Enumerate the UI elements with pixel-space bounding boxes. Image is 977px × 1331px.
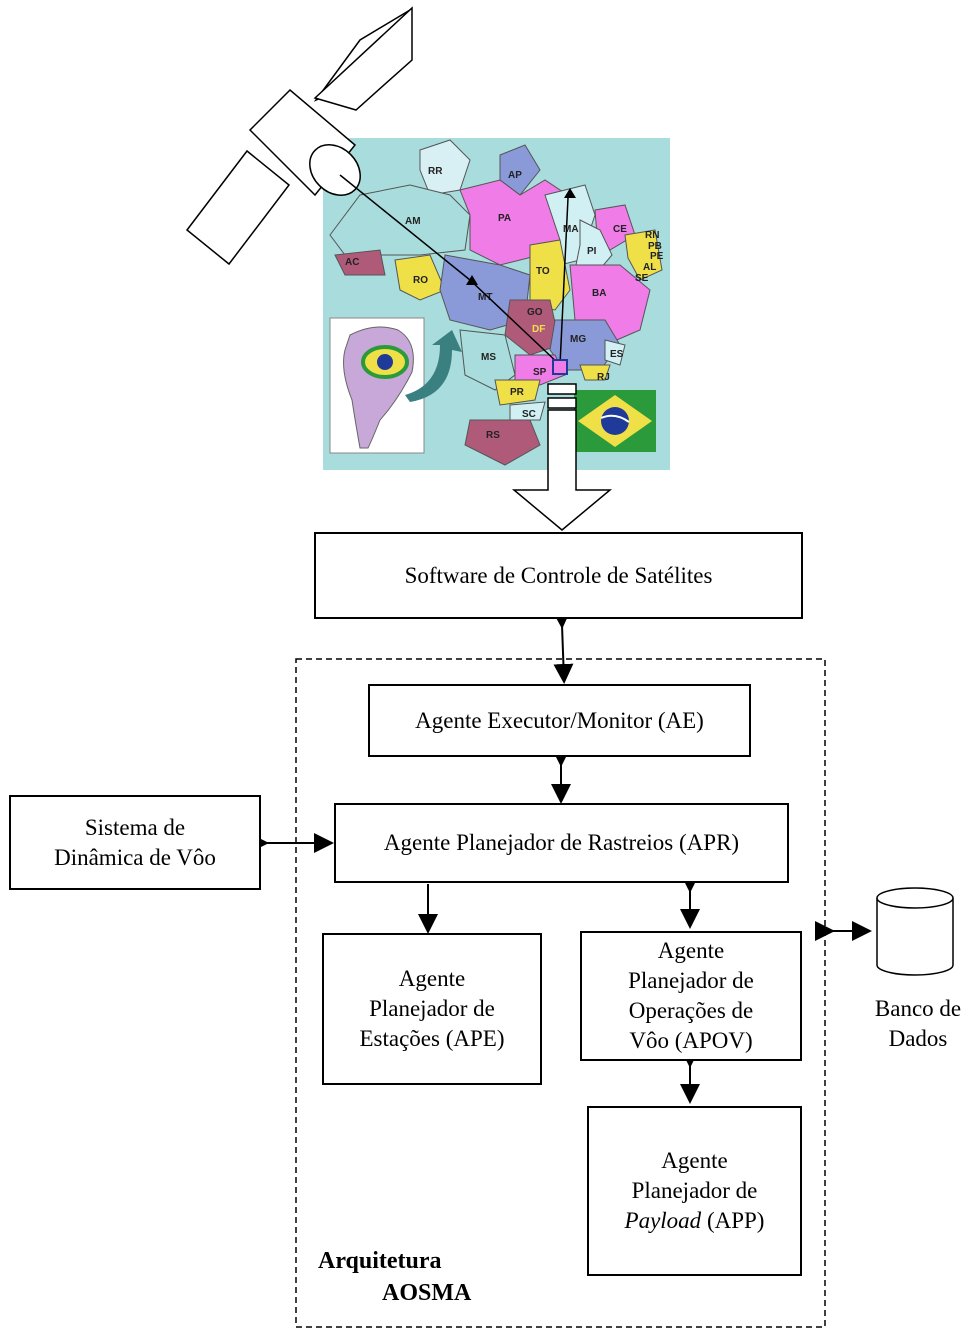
apr-label: Agente Planejador de Rastreios (APR) (383, 830, 740, 855)
state-label: RJ (597, 372, 610, 383)
connector-segment (547, 383, 577, 395)
app-line: Payload (APP) (625, 1206, 765, 1236)
app-line: Planejador de (631, 1178, 758, 1203)
brazil-flag (574, 390, 656, 452)
architecture-label: Arquitetura AOSMA (318, 1245, 471, 1309)
app-box: Agente Planejador de Payload (APP) (587, 1106, 802, 1276)
architecture-line1: Arquitetura (318, 1248, 442, 1274)
state-label: PE (650, 251, 664, 262)
state-label: AM (405, 216, 421, 227)
state-label: PR (510, 387, 525, 398)
state-label: MS (481, 352, 496, 363)
state-label: AP (508, 170, 522, 181)
apov-line: Agente (657, 938, 725, 963)
ground-station-icon (552, 359, 568, 375)
state-label: CE (613, 224, 627, 235)
state-label: RS (486, 430, 500, 441)
apov-box: Agente Planejador de Operações de Vôo (A… (580, 931, 802, 1061)
apov-line: Vôo (APOV) (629, 1028, 753, 1053)
apov-line: Planejador de (628, 968, 754, 993)
state-ap (499, 144, 541, 196)
state-ac (334, 249, 386, 276)
database-icon (876, 887, 954, 976)
database-line: Dados (888, 1026, 948, 1051)
state-label: ES (610, 349, 624, 360)
ape-line: Estações (APE) (359, 1026, 505, 1051)
flight-dynamics-line: Dinâmica de Vôo (54, 844, 216, 870)
state-label: AL (643, 262, 656, 273)
apr-box: Agente Planejador de Rastreios (APR) (334, 803, 789, 883)
satellite-icon (185, 6, 413, 266)
state-label: PB (648, 241, 662, 252)
state-sc (509, 401, 546, 421)
app-suffix: (APP) (701, 1208, 765, 1233)
south-america-inset (329, 317, 425, 454)
state-ro (394, 254, 446, 301)
connector-segment (547, 397, 577, 409)
state-label: MA (563, 224, 579, 235)
state-label: AC (345, 257, 359, 268)
curved-arrow-icon (405, 330, 462, 402)
state-label: GO (527, 307, 543, 318)
state-pr (494, 379, 541, 406)
apov-line: Operações de (628, 998, 754, 1023)
database-label: Banco de Dados (862, 994, 974, 1054)
brazil-map (329, 139, 663, 466)
state-rs (464, 419, 541, 466)
ae-box: Agente Executor/Monitor (AE) (368, 684, 751, 757)
state-label: PI (587, 246, 597, 257)
software-control-label: Software de Controle de Satélites (404, 562, 713, 588)
software-control-box: Software de Controle de Satélites (314, 532, 803, 619)
state-label: SP (533, 367, 547, 378)
state-label: RR (428, 166, 443, 177)
state-label: MT (478, 292, 492, 303)
ae-label: Agente Executor/Monitor (AE) (415, 707, 704, 733)
flow-arrows (249, 608, 872, 1104)
antenna-icon (466, 188, 576, 285)
state-label: MG (570, 334, 586, 345)
state-es (604, 339, 626, 366)
state-label: PA (498, 213, 511, 224)
state-label: SC (522, 409, 536, 420)
arrow-software-ae (551, 608, 574, 684)
state-label: DF (532, 324, 545, 335)
ape-line: Agente (398, 966, 466, 991)
ape-box: Agente Planejador de Estações (APE) (322, 933, 542, 1085)
database-line: Banco de (874, 996, 962, 1021)
payload-italic: Payload (624, 1208, 702, 1233)
state-labels: RR AP AM PA MA CE RN PB PE AL SE PI AC R… (345, 166, 664, 441)
big-down-arrow (511, 409, 613, 531)
state-rj (579, 364, 611, 381)
flight-dynamics-box: Sistema de Dinâmica de Vôo (9, 795, 261, 890)
state-label: SE (635, 273, 649, 284)
architecture-line2: AOSMA (382, 1280, 472, 1306)
state-label: TO (536, 266, 550, 277)
state-label: RO (413, 275, 428, 286)
flight-dynamics-line: Sistema de (84, 814, 186, 840)
ape-line: Planejador de (369, 996, 495, 1021)
link-lines (339, 174, 569, 366)
state-ne-east (624, 229, 663, 281)
app-line: Agente (661, 1148, 728, 1173)
state-label: RN (645, 230, 659, 241)
state-label: BA (592, 288, 606, 299)
